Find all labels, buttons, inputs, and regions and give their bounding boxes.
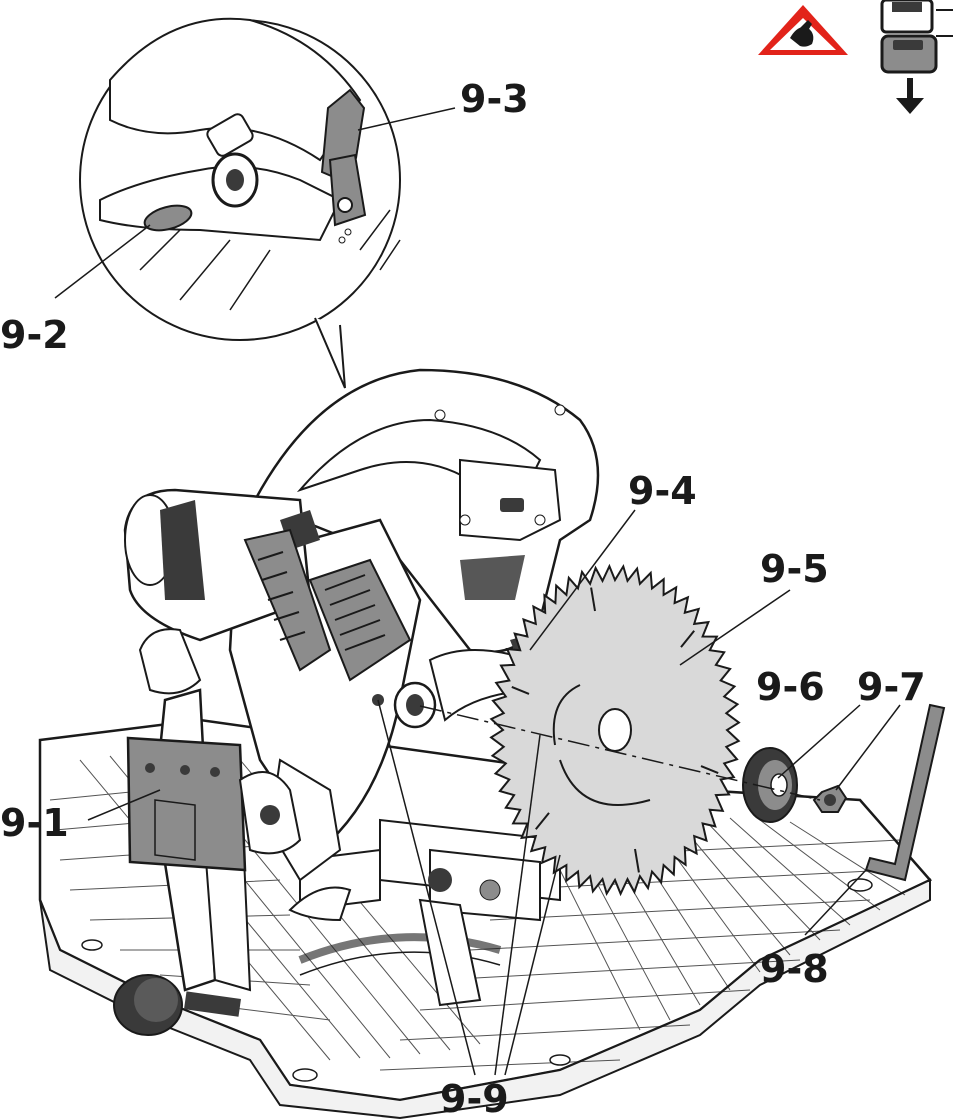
callout-9-9: 9-9 <box>440 1077 509 1120</box>
callout-9-4: 9-4 <box>628 469 697 513</box>
callout-9-2: 9-2 <box>0 313 69 357</box>
leader-lines <box>54 107 901 1076</box>
saw-blade-slot <box>511 685 530 695</box>
saw-blade-slot <box>634 848 640 873</box>
hand-cut-warning-icon <box>758 5 848 55</box>
callout-9-6: 9-6 <box>756 665 825 709</box>
saw-blade-slot <box>590 587 596 612</box>
saw-blade-slot <box>700 765 719 775</box>
spindle-axis <box>419 705 821 801</box>
callout-9-8: 9-8 <box>760 947 829 991</box>
outer-flange <box>742 747 798 823</box>
callout-9-5: 9-5 <box>760 547 829 591</box>
rotation-direction-arrow <box>559 759 651 806</box>
callout-9-3: 9-3 <box>460 77 529 121</box>
saw-blade-slot <box>680 630 695 648</box>
saw-blade-bore <box>598 708 632 752</box>
saw-blade-slot <box>535 812 550 830</box>
saw-head <box>123 368 600 992</box>
callout-9-1: 9-1 <box>0 801 69 845</box>
detail-magnifier <box>79 17 401 389</box>
clamping-screw <box>812 784 848 813</box>
battery-remove-icon <box>880 0 953 114</box>
rotation-direction-arc <box>552 684 581 746</box>
callout-9-7: 9-7 <box>857 665 926 709</box>
saw-blade <box>489 563 741 897</box>
